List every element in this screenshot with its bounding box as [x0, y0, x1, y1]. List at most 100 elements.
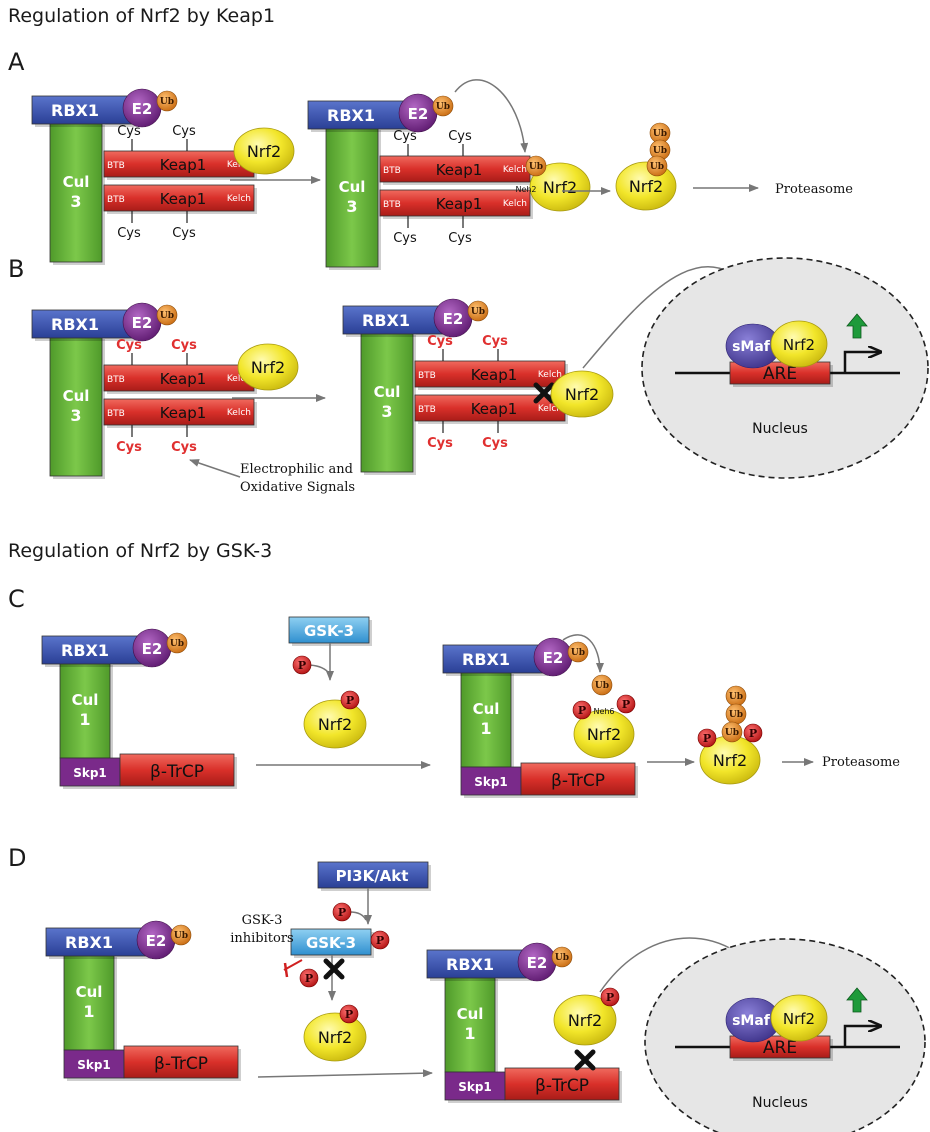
ubiquitin-ball — [567, 641, 589, 663]
arrow-d1 — [257, 1069, 433, 1078]
ubiquitin-ball — [551, 946, 573, 968]
cullin-label: Cul — [374, 383, 401, 401]
nrf2-label: Nrf2 — [318, 1028, 352, 1047]
skp1-label: Skp1 — [458, 1080, 492, 1094]
e2-label: E2 — [146, 932, 167, 950]
neh6-domain-label: Neh6 — [593, 707, 614, 716]
cys-label-bottom: Cys — [172, 226, 196, 241]
gsk3-box — [290, 928, 372, 956]
kelch-domain-label: Kelch — [227, 408, 251, 418]
nrf2-protein — [770, 994, 828, 1042]
gsk3-label: GSK-3 — [306, 934, 356, 952]
phosphate-ball — [339, 1004, 359, 1024]
keap1-label: Keap1 — [160, 370, 207, 388]
nrf2-label: Nrf2 — [568, 1011, 602, 1030]
phosphate-label: P — [305, 972, 313, 985]
phosphate-ball — [697, 728, 717, 748]
smaf-label: sMaf — [732, 1013, 771, 1029]
ubiquitin-label: Ub — [595, 681, 609, 691]
btrcp-label: β-TrCP — [150, 762, 204, 782]
nrf2-label: Nrf2 — [247, 142, 281, 161]
kelch-domain-label: Kelch — [503, 199, 527, 209]
ubiquitin-label: Ub — [725, 728, 739, 738]
keap1-bar — [379, 155, 531, 183]
cys-label-bottom: Cys — [393, 231, 417, 246]
keap1-bar — [379, 189, 531, 217]
ubiquitin-ball — [170, 924, 192, 946]
e2-label: E2 — [527, 954, 548, 972]
nrf2-label: Nrf2 — [713, 751, 747, 770]
rbx1-label: RBX1 — [61, 641, 109, 660]
block-cross — [533, 382, 555, 404]
cullin-number: 1 — [464, 1024, 475, 1043]
e2-label: E2 — [142, 640, 163, 658]
ubiquitin-label: Ub — [160, 311, 174, 321]
cullin-number: 3 — [346, 197, 357, 216]
cys-label-top: Cys — [482, 334, 508, 349]
btb-domain-label: BTB — [418, 405, 436, 415]
btrcp-label: β-TrCP — [154, 1054, 208, 1074]
nrf2-label: Nrf2 — [565, 385, 599, 404]
cullin-box — [460, 670, 512, 768]
rbx1-box — [31, 309, 135, 339]
curved-arrow-ub-transfer — [454, 79, 529, 153]
rbx1-label: RBX1 — [327, 106, 375, 125]
e2-label: E2 — [443, 310, 464, 328]
proteasome-label-c: Proteasome — [822, 755, 900, 770]
keap1-bar — [103, 398, 255, 426]
skp1-label: Skp1 — [77, 1058, 111, 1072]
btrcp-box — [119, 753, 235, 787]
e2-label: E2 — [543, 649, 564, 667]
gsk3-label: GSK-3 — [304, 622, 354, 640]
cullin-number: 3 — [70, 406, 81, 425]
block-cross — [574, 1049, 596, 1071]
e2-label: E2 — [132, 314, 153, 332]
ubiquitin-ball — [646, 155, 668, 177]
btb-domain-label: BTB — [107, 195, 125, 205]
ubiquitin-ball — [156, 90, 178, 112]
nrf2-label: Nrf2 — [318, 715, 352, 734]
gsk3-inhibitors-label-line2: inhibitors — [230, 931, 293, 946]
rbx1-label: RBX1 — [65, 933, 113, 952]
are-label: ARE — [763, 1038, 797, 1058]
pi3k-akt-label: PI3K/Akt — [336, 867, 409, 885]
section-title-gsk3: Regulation of Nrf2 by GSK-3 — [8, 540, 272, 562]
rbx1-label: RBX1 — [51, 315, 99, 334]
ubiquitin-label: Ub — [160, 97, 174, 107]
nrf2-protein — [573, 709, 635, 759]
cys-label-bottom: Cys — [117, 226, 141, 241]
btrcp-box — [520, 762, 636, 796]
keap1-label: Keap1 — [160, 190, 207, 208]
cullin-number: 1 — [83, 1002, 94, 1021]
phosphate-transfer-line-d — [349, 911, 367, 921]
nrf2-label: Nrf2 — [543, 178, 577, 197]
section-title-keap1: Regulation of Nrf2 by Keap1 — [8, 5, 275, 27]
panel-label-b: B — [8, 255, 24, 283]
kelch-domain-label: Kelch — [227, 194, 251, 204]
rbx1-label: RBX1 — [446, 955, 494, 974]
keap1-label: Keap1 — [436, 195, 483, 213]
ubiquitin-label: Ub — [170, 639, 184, 649]
cullin-label: Cul — [473, 700, 500, 718]
nrf2-protein — [233, 127, 295, 175]
phosphate-label: P — [346, 694, 354, 707]
btrcp-label: β-TrCP — [551, 771, 605, 791]
btb-domain-label: BTB — [383, 166, 401, 176]
btrcp-box — [123, 1045, 239, 1079]
cys-label-top: Cys — [448, 129, 472, 144]
ubiquitin-ball — [467, 300, 489, 322]
nrf2-label: Nrf2 — [587, 725, 621, 744]
btb-domain-label: BTB — [107, 161, 125, 171]
cullin-label: Cul — [339, 178, 366, 196]
kelch-domain-label: Kelch — [227, 160, 251, 170]
nrf2-label: Nrf2 — [783, 336, 815, 354]
gsk3-inhibitors-label-line1: GSK-3 — [242, 913, 283, 928]
cullin-label: Cul — [72, 691, 99, 709]
arrow-signals — [189, 459, 241, 478]
btrcp-box — [504, 1067, 620, 1101]
cullin-number: 3 — [70, 192, 81, 211]
kelch-domain-label: Kelch — [538, 404, 562, 414]
signals-label-line1: Electrophilic and — [240, 462, 353, 477]
transcription-arrow — [843, 352, 880, 373]
phosphate-ball — [743, 723, 763, 743]
